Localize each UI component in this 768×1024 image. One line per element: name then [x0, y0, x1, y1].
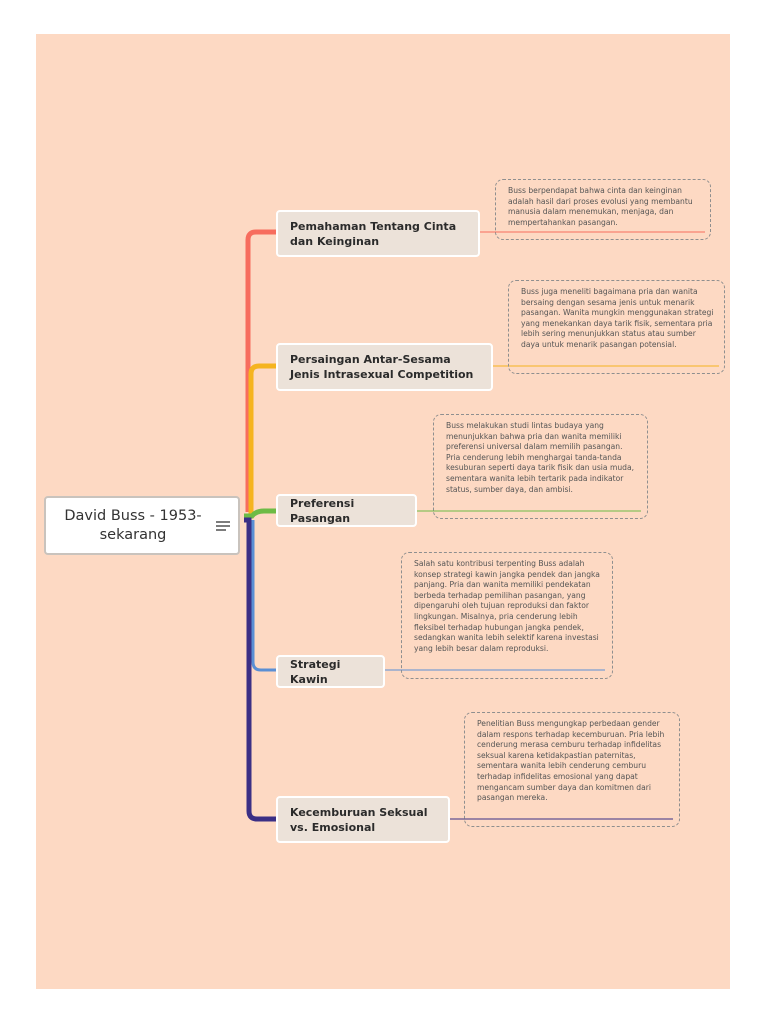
root-topic-title: David Buss - 1953-sekarang [64, 507, 202, 543]
branch-topic-label: Kecemburuan Seksual vs. Emosional [290, 805, 428, 834]
branch-topic-2[interactable]: Persaingan Antar-Sesama Jenis Intrasexua… [276, 343, 493, 391]
connector-branch-2 [248, 363, 277, 514]
note-text: Salah satu kontribusi terpenting Buss ad… [414, 559, 600, 653]
branch-topic-label: Preferensi Pasangan [290, 496, 355, 525]
connector-branch-4 [251, 520, 277, 672]
note-5[interactable]: Penelitian Buss mengungkap perbedaan gen… [464, 712, 680, 827]
branch-topic-1[interactable]: Pemahaman Tentang Cinta dan Keinginan [276, 210, 480, 257]
note-1[interactable]: Buss berpendapat bahwa cinta dan keingin… [495, 179, 711, 240]
branch-topic-label: Persaingan Antar-Sesama Jenis Intrasexua… [290, 353, 474, 381]
note-3[interactable]: Buss melakukan studi lintas budaya yang … [433, 414, 648, 519]
menu-lines-icon[interactable] [208, 520, 238, 531]
note-text: Buss melakukan studi lintas budaya yang … [446, 421, 635, 494]
note-text: Buss juga meneliti bagaimana pria dan wa… [521, 287, 714, 349]
connector-branch-1 [245, 229, 277, 512]
branch-topic-label: Strategi Kawin [290, 657, 341, 686]
connector-branch-3 [244, 508, 277, 519]
root-topic[interactable]: David Buss - 1953-sekarang [44, 496, 240, 555]
branch-topic-3[interactable]: Preferensi Pasangan [276, 494, 417, 527]
note-2[interactable]: Buss juga meneliti bagaimana pria dan wa… [508, 280, 725, 374]
connector-branch-5 [244, 517, 277, 822]
branch-topic-5[interactable]: Kecemburuan Seksual vs. Emosional [276, 796, 450, 843]
note-text: Buss berpendapat bahwa cinta dan keingin… [508, 186, 693, 227]
branch-topic-label: Pemahaman Tentang Cinta dan Keinginan [290, 219, 457, 248]
note-4[interactable]: Salah satu kontribusi terpenting Buss ad… [401, 552, 613, 679]
note-text: Penelitian Buss mengungkap perbedaan gen… [477, 719, 665, 803]
branch-topic-4[interactable]: Strategi Kawin [276, 655, 385, 688]
